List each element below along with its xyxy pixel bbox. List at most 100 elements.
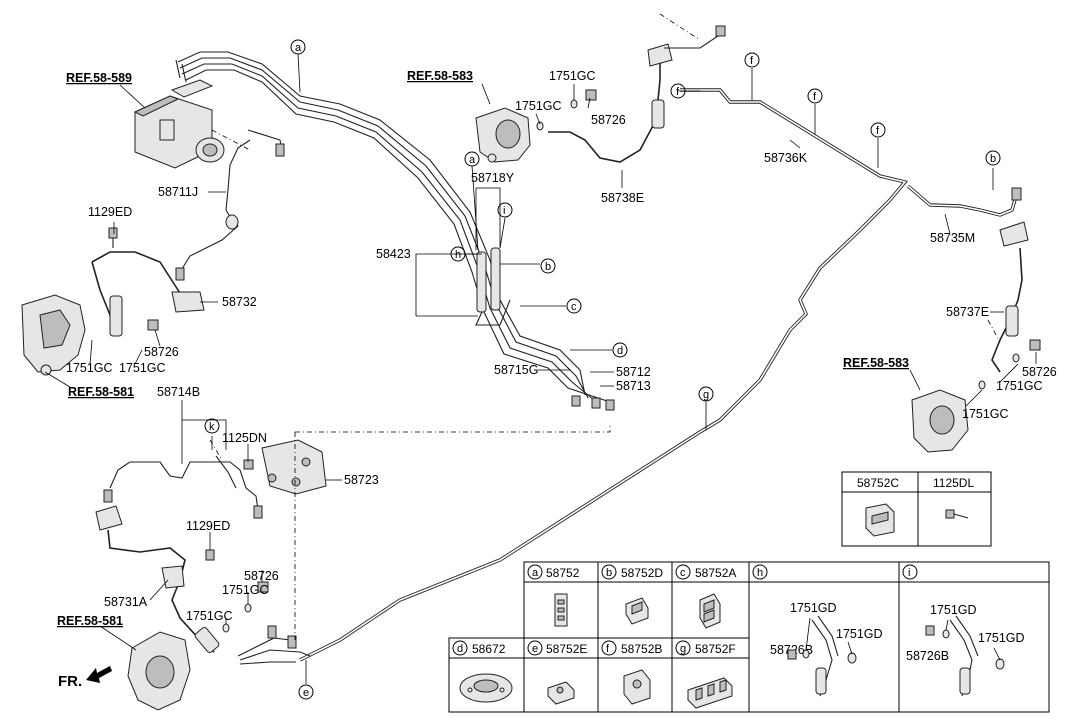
svg-text:d: d bbox=[617, 345, 623, 357]
front-arrow-icon bbox=[86, 666, 112, 683]
hose-pair-58423 bbox=[475, 247, 511, 326]
bolt-1125DN bbox=[243, 459, 254, 470]
front-left-caliper bbox=[21, 294, 86, 376]
svg-text:g: g bbox=[703, 389, 709, 401]
label-1751GC-rl2: 1751GC bbox=[186, 609, 233, 623]
svg-text:58752A: 58752A bbox=[695, 566, 736, 580]
gasket-1751GC-rl bbox=[244, 603, 252, 613]
direction-front-label: FR. bbox=[58, 673, 82, 690]
svg-text:i: i bbox=[908, 567, 910, 579]
ref-abs-unit: REF.58-589 bbox=[66, 71, 132, 85]
rear-left-pipe-58714B bbox=[103, 455, 263, 519]
label-1129ED-top: 1129ED bbox=[88, 205, 132, 219]
front-right-caliper bbox=[475, 107, 531, 163]
label-1751GC-fr2: 1751GC bbox=[515, 99, 562, 113]
svg-text:f: f bbox=[876, 125, 880, 137]
table-cell-58752C: 58752C bbox=[857, 476, 899, 490]
clip-58752E-icon bbox=[547, 681, 575, 705]
bleeder-58726-fr bbox=[585, 89, 597, 101]
rear-right-hose-58737E bbox=[991, 221, 1029, 373]
gasket-1751GC-rl2 bbox=[222, 623, 230, 633]
legend-cell-d: d 58672 bbox=[452, 640, 513, 703]
gasket-1751GC-rr bbox=[1012, 353, 1020, 363]
label-58736K: 58736K bbox=[764, 151, 808, 165]
rear-left-caliper bbox=[127, 631, 191, 711]
callout-b-right: b bbox=[985, 150, 1001, 166]
svg-text:1751GD: 1751GD bbox=[930, 603, 977, 617]
clip-58752C-icon bbox=[865, 503, 895, 537]
pipe-junction-bottom bbox=[237, 625, 311, 665]
svg-text:h: h bbox=[455, 249, 461, 261]
svg-text:b: b bbox=[990, 153, 996, 165]
callout-f-3: f bbox=[807, 88, 823, 104]
callout-f-2: f bbox=[744, 52, 760, 68]
clip-58752-icon bbox=[554, 593, 568, 627]
label-1751GC-left1: 1751GC bbox=[66, 361, 113, 375]
svg-text:a: a bbox=[469, 154, 476, 166]
svg-text:58726B: 58726B bbox=[906, 649, 949, 663]
svg-text:a: a bbox=[532, 567, 539, 579]
legend-cell-e: e 58752E bbox=[527, 640, 587, 705]
rear-right-caliper bbox=[911, 389, 969, 453]
label-1751GC-rr2: 1751GC bbox=[962, 407, 1009, 421]
bolt-1129ED-bottom bbox=[205, 549, 215, 561]
abs-hydraulic-unit bbox=[133, 79, 225, 169]
svg-text:b: b bbox=[606, 567, 612, 579]
ref-rear-left-caliper: REF.58-581 bbox=[57, 614, 123, 628]
label-58737E: 58737E bbox=[946, 305, 989, 319]
fitting-58711J-low bbox=[175, 267, 185, 281]
label-1751GC-rl1: 1751GC bbox=[222, 583, 269, 597]
label-leaders bbox=[44, 83, 1037, 651]
label-58715G: 58715G bbox=[494, 363, 538, 377]
legend-cell-h: h 1751GD 1751GD 58726B bbox=[752, 564, 883, 697]
ref-front-right-caliper: REF.58-583 bbox=[407, 69, 473, 83]
label-1125DN: 1125DN bbox=[222, 431, 267, 445]
svg-text:i: i bbox=[503, 205, 505, 217]
label-58731A: 58731A bbox=[104, 595, 148, 609]
legend-cell-g: g 58752F bbox=[675, 640, 736, 709]
hose-detail-h-icon bbox=[787, 615, 857, 697]
bleeder-58726-rr bbox=[1029, 339, 1041, 351]
callout-d-center: d bbox=[612, 342, 628, 358]
gasket-1751GC-fr bbox=[570, 99, 578, 109]
label-58423: 58423 bbox=[376, 247, 411, 261]
svg-text:58752D: 58752D bbox=[621, 566, 663, 580]
svg-text:58752B: 58752B bbox=[621, 642, 662, 656]
legend-table: a 58752 b 58752D c 58752A bbox=[448, 561, 1050, 713]
front-left-hose bbox=[91, 251, 205, 337]
clip-58752D-icon bbox=[625, 597, 649, 625]
callout-e-bottom: e bbox=[298, 684, 314, 700]
main-brake-pipe-bundle bbox=[175, 51, 611, 403]
svg-text:c: c bbox=[571, 301, 577, 313]
svg-text:1751GD: 1751GD bbox=[790, 601, 837, 615]
clip-58752A-icon bbox=[699, 593, 721, 629]
label-58738E: 58738E bbox=[601, 191, 644, 205]
callout-f-1: f bbox=[670, 83, 686, 99]
label-58712: 58712 bbox=[616, 365, 651, 379]
svg-text:b: b bbox=[545, 261, 551, 273]
grommet-58672-icon bbox=[459, 673, 513, 703]
svg-text:a: a bbox=[295, 42, 302, 54]
part-labels: REF.58-589 REF.58-583 REF.58-581 REF.58-… bbox=[57, 69, 1057, 690]
svg-text:58752E: 58752E bbox=[546, 642, 587, 656]
legend-cell-f: f 58752B bbox=[601, 640, 662, 705]
callout-a-top: a bbox=[290, 39, 306, 55]
bracket-58723 bbox=[261, 439, 327, 495]
label-58732: 58732 bbox=[222, 295, 257, 309]
svg-text:58752F: 58752F bbox=[695, 642, 736, 656]
label-1751GC-fr1: 1751GC bbox=[549, 69, 596, 83]
svg-text:f: f bbox=[676, 86, 680, 98]
pipe-fittings-center bbox=[571, 395, 615, 411]
callout-k: k bbox=[204, 418, 220, 434]
svg-text:1751GD: 1751GD bbox=[836, 627, 883, 641]
table-cell-1125DL: 1125DL bbox=[933, 476, 974, 490]
legend-cell-c: c 58752A bbox=[675, 564, 736, 629]
rear-pipe-58736K bbox=[299, 88, 909, 662]
callout-leaders bbox=[211, 53, 994, 684]
label-58723: 58723 bbox=[344, 473, 379, 487]
clip-58711J bbox=[225, 214, 239, 230]
front-right-hose-58738E bbox=[548, 25, 726, 163]
svg-text:f: f bbox=[606, 643, 610, 655]
legend-cell-b: b 58752D bbox=[601, 564, 663, 625]
